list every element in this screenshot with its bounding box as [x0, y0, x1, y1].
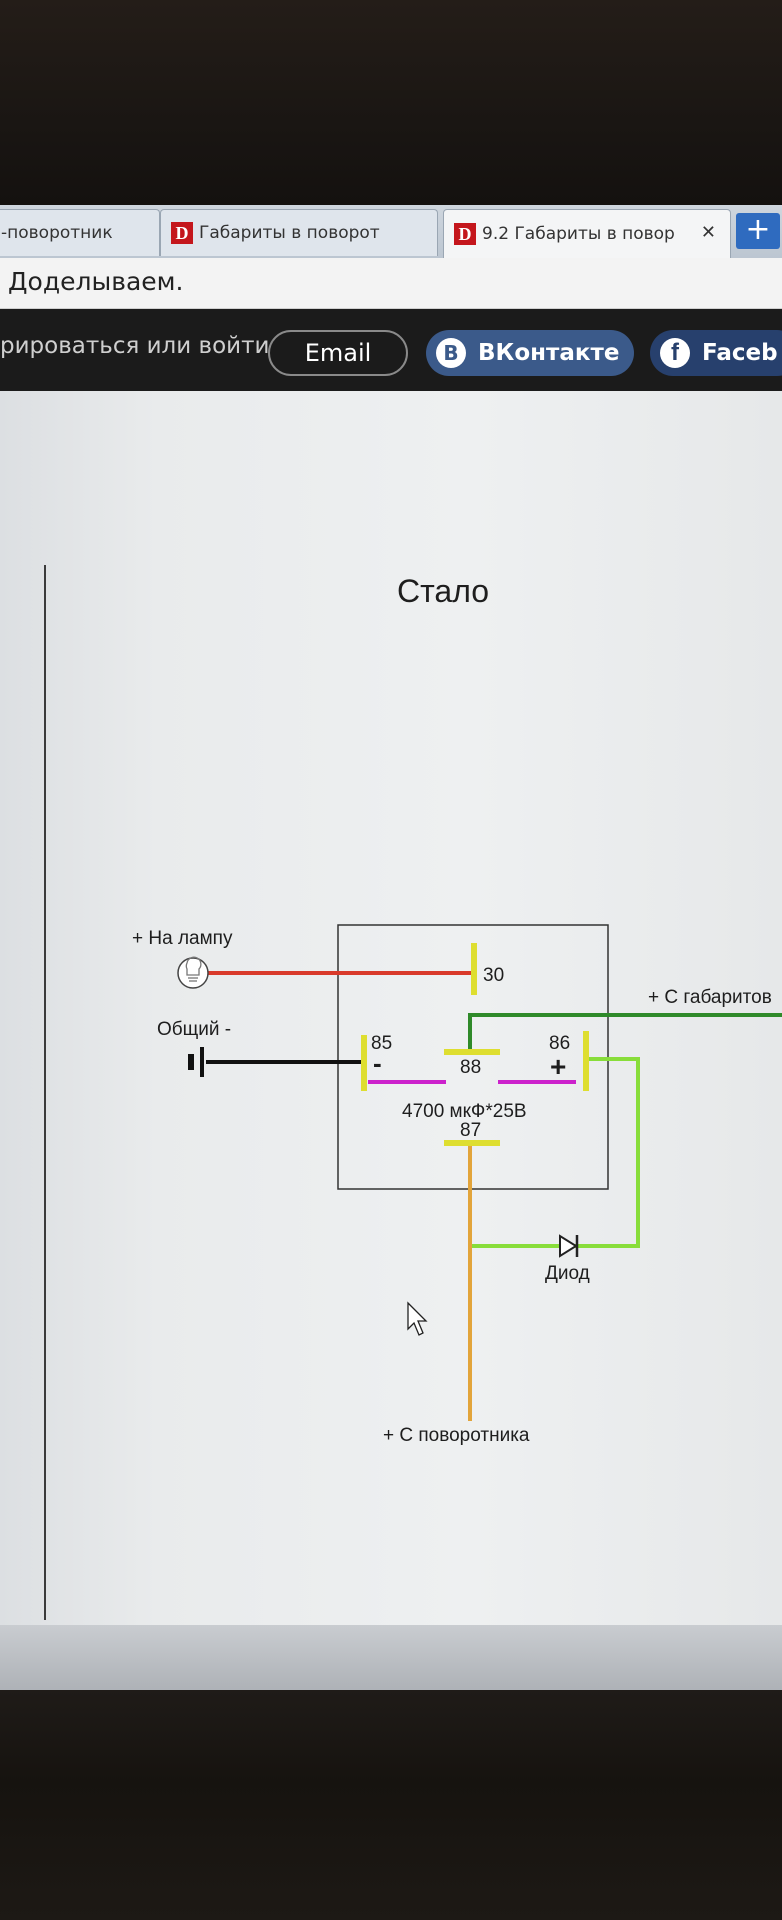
pin-86-label: 86 [549, 1033, 570, 1054]
tab-label: Габариты в поворот [199, 223, 380, 243]
drive2-favicon-icon: D [454, 223, 476, 245]
facebook-icon: f [660, 338, 690, 368]
tab-label: 9.2 Габариты в повор [482, 224, 675, 244]
tab-povorotnik[interactable]: -поворотник [0, 209, 160, 256]
monitor-bezel-bottom [0, 1690, 782, 1920]
tab-gabarity[interactable]: D Габариты в поворот [160, 209, 438, 256]
email-button[interactable]: Email [268, 330, 408, 376]
share-bar: рироваться или войти Email B ВКонтакте f… [0, 309, 782, 391]
vk-label: ВКонтакте [478, 340, 620, 366]
facebook-button[interactable]: f Faceb [650, 330, 782, 376]
post-title-bar: Доделываем. [0, 258, 782, 309]
facebook-label: Faceb [702, 340, 778, 366]
turn-signal-label: + С поворотника [383, 1425, 530, 1446]
capacitor-label: 4700 мкФ*25В [402, 1101, 527, 1122]
plus-sign: + [550, 1051, 566, 1082]
login-link[interactable]: рироваться или войти [0, 333, 270, 359]
page-title: Доделываем. [8, 267, 184, 296]
diagram-title: Стало [397, 573, 489, 609]
pin-88-label: 88 [460, 1057, 481, 1078]
vk-button[interactable]: B ВКонтакте [426, 330, 634, 376]
gabarit-wire [468, 1013, 782, 1051]
wiring-diagram: Стало [132, 573, 782, 1446]
monitor-bezel-top [0, 0, 782, 205]
pin-30-label: 30 [483, 965, 504, 986]
gabarit-label: + С габаритов [648, 987, 772, 1008]
content-divider [44, 565, 46, 1620]
diode-label: Диод [545, 1263, 590, 1284]
diode-icon [559, 1234, 579, 1258]
pin-85-label: 85 [371, 1033, 392, 1054]
minus-sign: - [373, 1048, 382, 1078]
vk-icon: B [436, 338, 466, 368]
page-bottom-strip [0, 1625, 782, 1690]
post-content: Стало [0, 391, 782, 1625]
ground-label: Общий - [157, 1019, 231, 1040]
pin-87-label: 87 [460, 1120, 481, 1141]
lamp-bulb-icon [177, 956, 209, 989]
new-tab-button[interactable]: + [736, 213, 780, 249]
close-icon[interactable]: ✕ [700, 222, 716, 243]
ground-terminal-icon [188, 1047, 204, 1077]
lamp-label: + На лампу [132, 928, 233, 949]
tab-gabarity-active[interactable]: D 9.2 Габариты в повор ✕ [443, 209, 731, 258]
drive2-favicon-icon: D [171, 222, 193, 244]
tab-label: -поворотник [1, 223, 113, 243]
browser-tab-bar: -поворотник D Габариты в поворот D 9.2 Г… [0, 205, 782, 258]
coil-wire [573, 1057, 640, 1248]
mouse-cursor-icon [407, 1301, 428, 1336]
